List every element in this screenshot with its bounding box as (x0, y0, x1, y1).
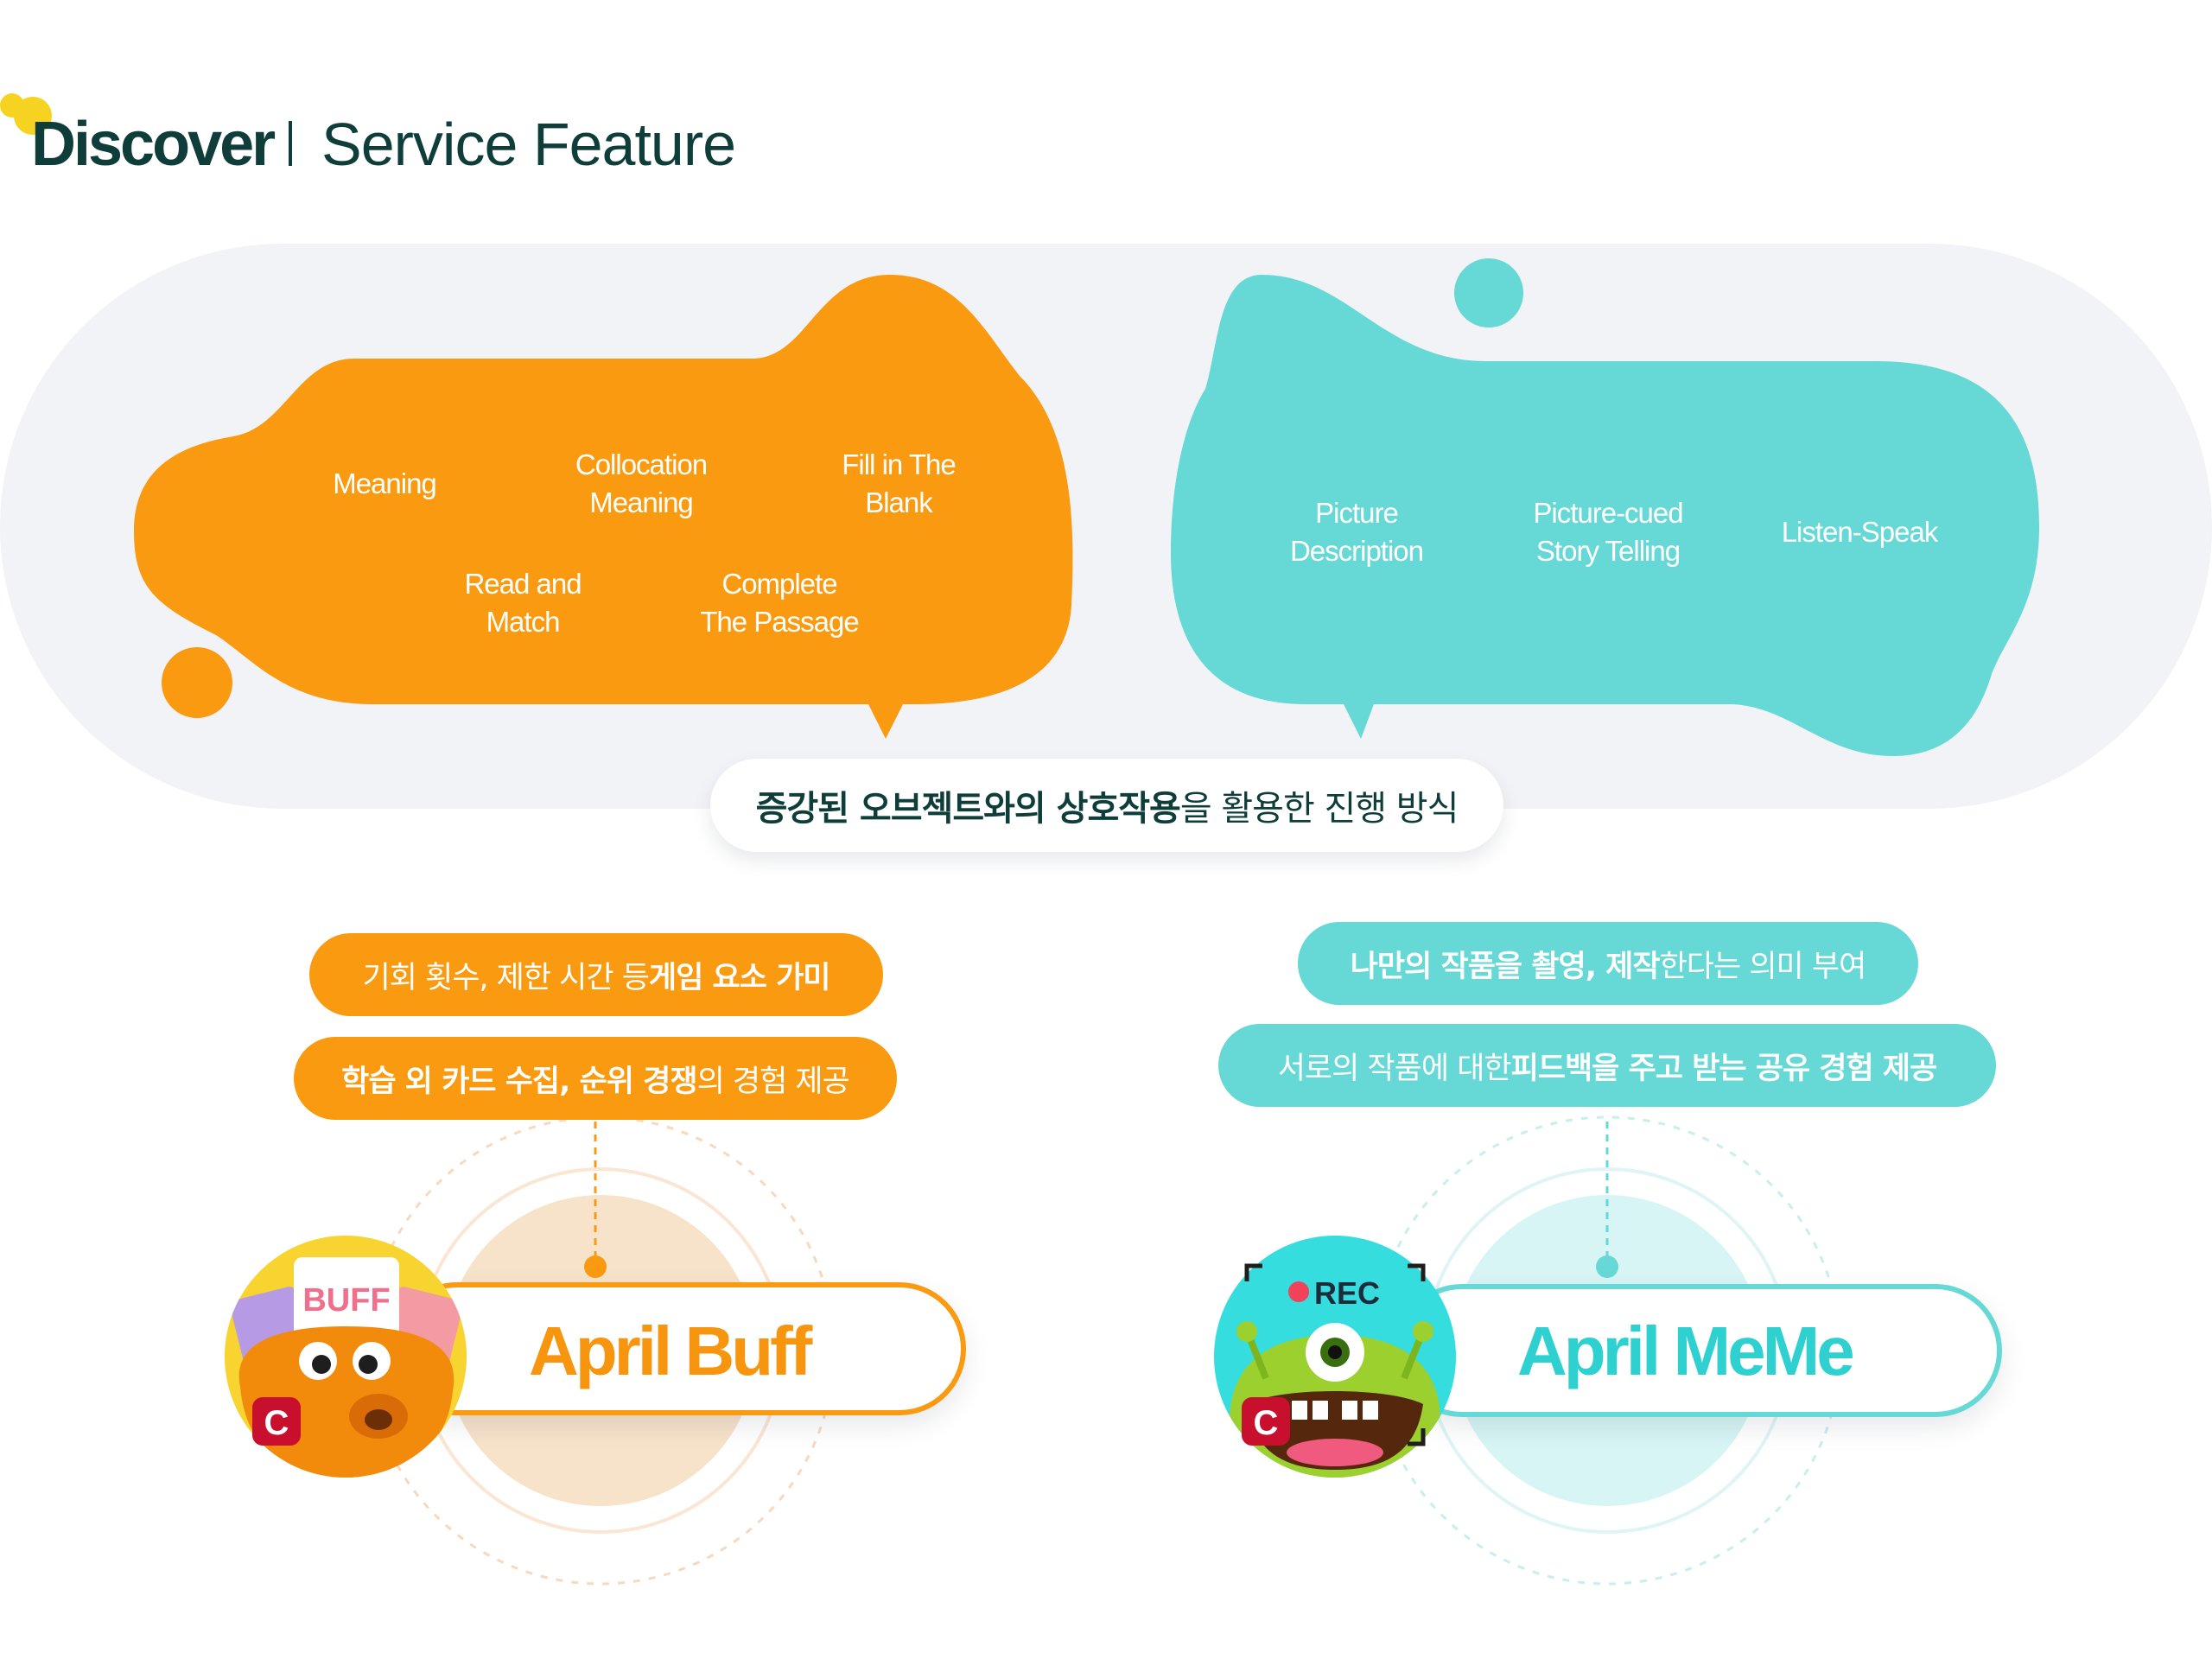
buff-card-text: BUFF (302, 1282, 390, 1319)
meme-badge: C (1254, 1404, 1279, 1442)
buff-pill2-regular: 의 경험 제공 (696, 1064, 850, 1099)
feature-complete-the-passage: Complete The Passage (700, 568, 859, 638)
rec-dot-icon (1288, 1281, 1309, 1302)
orange-dot (162, 647, 232, 718)
brand-divider (289, 121, 292, 166)
april-buff-card[interactable] (391, 1282, 966, 1415)
meme-pill2-bold: 피드백을 주고 받는 공유 경험 제공 (1510, 1051, 1938, 1086)
caption-bold: 증강된 오브젝트와의 상호작용 (755, 789, 1181, 829)
brand-title: Discover (31, 110, 276, 179)
speech-bubbles (134, 258, 2039, 756)
buff-pill-game-elements: 기회 횟수, 제한 시간 등 게임 요소 가미 (309, 933, 883, 1016)
meme-monster-icon: REC C (1214, 1236, 1456, 1478)
april-buff-name[interactable]: April Buff (529, 1313, 812, 1389)
teal-speech-bubble (1171, 275, 2039, 756)
feature-fill-in-the-blank: Fill in The Blank (842, 448, 956, 518)
feature-read-and-match: Read and Match (464, 568, 582, 638)
feature-collocation-meaning: Collocation Meaning (575, 448, 708, 518)
feature-meaning: Meaning (333, 467, 437, 499)
april-meme-name[interactable]: April MeMe (1517, 1313, 1855, 1389)
buff-connector-dot (584, 1255, 607, 1278)
feature-picture-cued-story-telling: Picture-cued Story Telling (1533, 497, 1683, 567)
meme-connector-dot (1596, 1255, 1618, 1278)
meme-rec-label: REC (1314, 1275, 1380, 1311)
buff-monster-icon: BUFF C (225, 1236, 467, 1478)
buff-badge: C (264, 1404, 289, 1442)
page-subtitle: Service Feature (321, 111, 736, 178)
meme-pill1-bold: 나만의 작품을 촬영, 제작 (1350, 949, 1661, 984)
teal-dot (1454, 258, 1523, 327)
buff-pill2-bold: 학습 외 카드 수집, 순위 경쟁 (341, 1064, 697, 1099)
april-meme-card[interactable] (1395, 1284, 2002, 1417)
logo-blob-icon (0, 93, 52, 135)
feature-picture-description: Picture Description (1289, 497, 1424, 567)
meme-pill-feedback: 서로의 작품에 대한 피드백을 주고 받는 공유 경험 제공 (1218, 1024, 1996, 1107)
buff-pill1-regular: 기회 횟수, 제한 시간 등 (362, 960, 649, 995)
meme-pill2-regular: 서로의 작품에 대한 (1277, 1051, 1512, 1086)
feature-listen-speak: Listen-Speak (1781, 516, 1939, 548)
orange-speech-bubble (134, 275, 1073, 739)
caption-regular: 을 활용한 진행 방식 (1179, 789, 1459, 829)
buff-pill1-bold: 게임 요소 가미 (648, 960, 831, 995)
meme-pill1-regular: 한다는 의미 부여 (1659, 949, 1867, 984)
